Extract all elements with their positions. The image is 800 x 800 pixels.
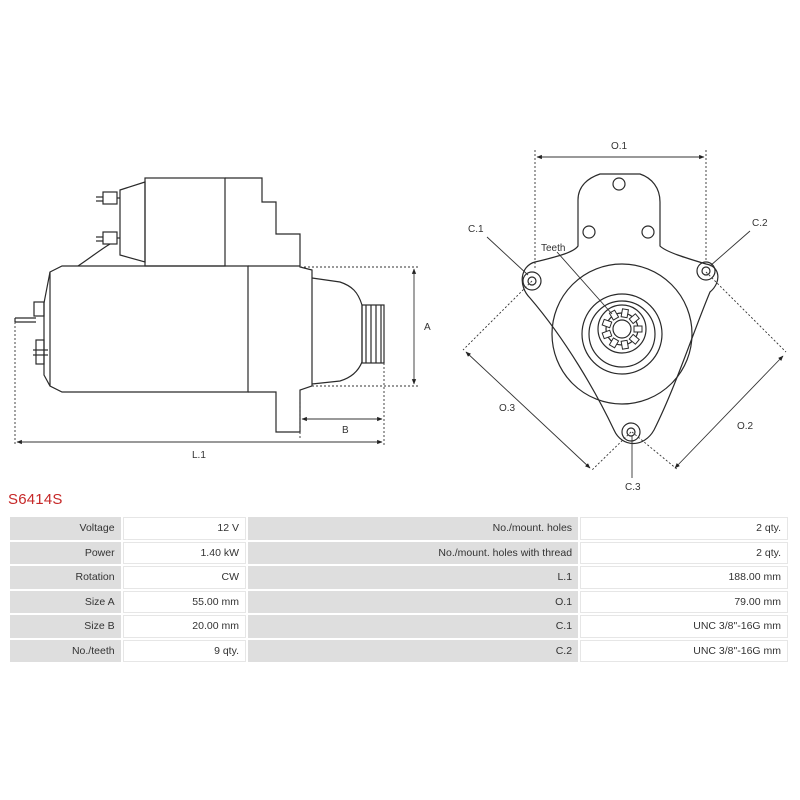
dim-label-o3: O.3 <box>499 403 516 414</box>
pinion-tooth <box>608 309 620 321</box>
solenoid <box>77 177 226 267</box>
dim-label-teeth: Teeth <box>541 243 565 254</box>
pinion-teeth <box>601 308 643 350</box>
spec-label: Rotation <box>10 566 121 589</box>
spec-value: 55.00 mm <box>122 590 246 613</box>
spec-label-secondary: C.2 <box>247 639 579 662</box>
pinion-tooth <box>608 337 620 349</box>
pinion-tooth <box>620 339 630 350</box>
spec-value: 1.40 kW <box>122 541 246 564</box>
pinion-tooth <box>601 329 613 340</box>
pinion-tooth <box>628 313 640 325</box>
spec-value-secondary: 2 qty. <box>580 541 788 564</box>
dim-label-c3: C.3 <box>625 482 641 490</box>
dim-label-c2: C.2 <box>752 218 768 229</box>
spec-label: Voltage <box>10 517 121 540</box>
spec-label-secondary: O.1 <box>247 590 579 613</box>
part-code: S6414S <box>8 491 63 508</box>
spec-value: 20.00 mm <box>122 615 246 638</box>
spec-label-secondary: C.1 <box>247 615 579 638</box>
spec-label: No./teeth <box>10 639 121 662</box>
pinion-tooth <box>628 333 640 345</box>
mount-hole-c2 <box>696 261 716 281</box>
spec-label: Size A <box>10 590 121 613</box>
spec-value-secondary: 188.00 mm <box>580 566 788 589</box>
spec-value: 12 V <box>122 517 246 540</box>
flange-ring-outer <box>551 263 693 405</box>
pinion-gear <box>597 304 647 354</box>
pinion-tooth <box>620 308 630 319</box>
spec-value-secondary: UNC 3/8"-16G mm <box>580 615 788 638</box>
spec-value-secondary: UNC 3/8"-16G mm <box>580 639 788 662</box>
side-view <box>14 177 385 433</box>
spec-value-secondary: 2 qty. <box>580 517 788 540</box>
dim-label-b: B <box>342 425 349 436</box>
side-dimensions <box>14 266 420 446</box>
spec-label-secondary: No./mount. holes <box>247 517 579 540</box>
dim-label-o1: O.1 <box>611 141 628 152</box>
dim-label-c1: C.1 <box>468 224 484 235</box>
pinion <box>361 304 385 364</box>
dim-label-o2: O.2 <box>737 421 754 432</box>
flange-outline <box>521 173 719 445</box>
spec-label: Power <box>10 541 121 564</box>
dim-label-l1: L.1 <box>192 450 206 461</box>
technical-drawing: A B L.1 <box>14 141 787 490</box>
spec-label-secondary: No./mount. holes with thread <box>247 541 579 564</box>
spec-label: Size B <box>10 615 121 638</box>
dim-label-a: A <box>424 322 431 333</box>
terminal-studs-left <box>14 301 48 365</box>
nose <box>311 277 363 385</box>
pinion-tooth <box>601 318 613 329</box>
mount-hole-c3 <box>621 422 641 442</box>
drive-housing <box>225 177 313 433</box>
mount-hole-c1 <box>522 271 542 291</box>
spec-value-secondary: 79.00 mm <box>580 590 788 613</box>
spec-value: CW <box>122 566 246 589</box>
front-dimensions <box>462 150 787 478</box>
spec-label-secondary: L.1 <box>247 566 579 589</box>
pinion-tooth <box>633 325 643 333</box>
spec-value: 9 qty. <box>122 639 246 662</box>
front-view <box>521 173 719 445</box>
motor-body <box>43 265 249 393</box>
